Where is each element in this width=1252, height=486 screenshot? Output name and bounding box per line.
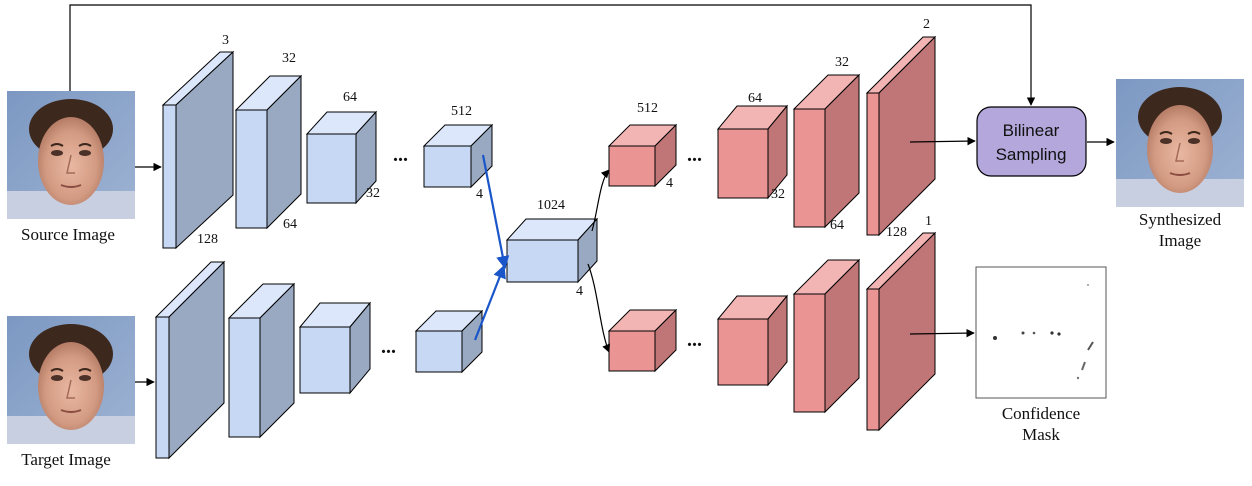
encoder-bottom <box>154 260 484 460</box>
bottleneck-to-top-decoder-arrow <box>591 169 610 232</box>
confidence-mask <box>975 266 1107 399</box>
dec-l3-size: 64 <box>830 218 844 233</box>
dec-l1-channels: 512 <box>637 101 658 116</box>
ellipsis-decoder-bottom: ... <box>687 329 702 351</box>
decoder-top-layer-2 <box>716 104 789 200</box>
decoder-top <box>607 35 937 237</box>
dec-l4-size: 128 <box>886 225 907 240</box>
bottleneck-size: 4 <box>576 284 583 299</box>
mask-channels: 1 <box>925 214 932 229</box>
target-image <box>6 315 136 445</box>
encoder-top <box>161 50 494 250</box>
encoder-top-layer-2 <box>234 74 303 230</box>
decoder-top-layer-3 <box>792 73 861 229</box>
mask-caption-line2: Mask <box>1022 425 1060 444</box>
decoder-top-layer-1 <box>607 123 678 188</box>
connectors <box>69 4 1115 387</box>
bottleneck-channels: 1024 <box>537 198 565 213</box>
bilinear-sampling-box <box>976 106 1087 177</box>
ellipsis-decoder-top: ... <box>687 144 702 166</box>
dec-l2-channels: 64 <box>748 91 762 106</box>
dec-l3-channels: 32 <box>835 55 849 70</box>
decoder-bottom-layer-2 <box>716 294 789 387</box>
bottleneck-block <box>505 217 599 284</box>
encoder-bottom-layer-4 <box>414 309 484 374</box>
enc-l4-size: 4 <box>476 187 483 202</box>
dec-l2-size: 32 <box>771 187 785 202</box>
top-merge-arrow <box>481 154 510 270</box>
encoder-top-layer-4 <box>422 123 494 189</box>
source-image <box>6 90 136 220</box>
dec-l4-channels: 2 <box>923 17 930 32</box>
synthesized-image-caption-line1: Synthesized <box>1139 210 1222 229</box>
enc-l4-channels: 512 <box>451 104 472 119</box>
bottleneck-to-bottom-decoder-arrow <box>587 263 611 353</box>
decoder-bottom-layer-3 <box>792 258 861 414</box>
decoder-to-sampler-arrow <box>909 136 976 146</box>
synthesized-image-caption-line2: Image <box>1159 231 1201 250</box>
decoder-to-mask-arrow <box>909 328 975 338</box>
bilinear-sampling-line2: Sampling <box>996 145 1067 164</box>
dec-l1-size: 4 <box>666 176 673 191</box>
decoder-bottom <box>607 231 937 432</box>
enc-l3-channels: 64 <box>343 90 357 105</box>
enc-l1-channels: 3 <box>222 33 229 48</box>
enc-l1-size: 128 <box>197 232 218 247</box>
enc-l3-size: 32 <box>366 186 380 201</box>
encoder-top-layer-1 <box>161 50 235 250</box>
decoder-top-layer-4 <box>865 35 937 237</box>
decoder-bottom-layer-1 <box>607 308 678 373</box>
bilinear-sampling-line1: Bilinear <box>1003 121 1060 140</box>
synthesized-image <box>1115 78 1245 208</box>
encoder-top-layer-3 <box>305 110 378 205</box>
bottom-merge-arrow <box>473 264 506 341</box>
skip-connection-arrow <box>69 4 1036 106</box>
encoder-bottom-layer-3 <box>298 301 372 395</box>
decoder-bottom-layer-4 <box>865 231 937 432</box>
encoder-bottom-layer-1 <box>154 260 226 460</box>
enc-l2-size: 64 <box>283 217 297 232</box>
ellipsis-encoder-top: ... <box>393 144 408 166</box>
encoder-bottom-layer-2 <box>227 282 296 439</box>
ellipsis-encoder-bottom: ... <box>381 336 396 358</box>
source-image-caption: Source Image <box>21 225 115 244</box>
enc-l2-channels: 32 <box>282 51 296 66</box>
target-image-caption: Target Image <box>21 450 111 469</box>
mask-caption-line1: Confidence <box>1002 404 1080 423</box>
